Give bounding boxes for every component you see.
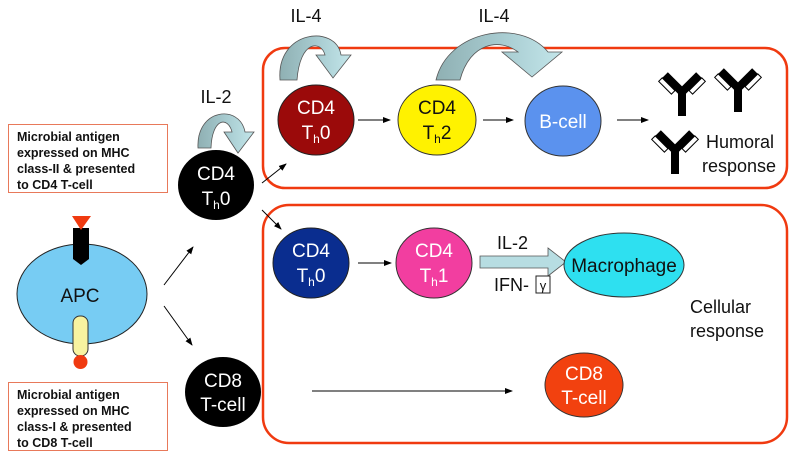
il4-second-label: IL-4 (478, 6, 509, 26)
antigen-triangle-icon (72, 216, 91, 230)
cd4-th0-humoral-cell (277, 84, 355, 156)
cd8-effector-line1: CD8 (565, 364, 603, 385)
b-cell (524, 85, 602, 157)
mhc-i-note-line-4: to CD8 T-cell (17, 436, 93, 450)
mhc-ii-note-line-1: Microbial antigen (17, 130, 120, 144)
mhc-i-note: Microbial antigen expressed on MHC class… (8, 382, 168, 451)
cd4-th0-cellular-cell (272, 227, 350, 299)
mhc-ii-note-line-2: expressed on MHC (17, 146, 130, 160)
mhc-i-note-line-3: class-I & presented (17, 420, 132, 434)
macrophage-label: Macrophage (571, 256, 677, 277)
il2-curved-arrow (197, 113, 255, 154)
cd8-naive-line2: T-cell (200, 395, 245, 416)
cellular-response-label-2: response (690, 321, 764, 341)
cd4-th0-naive-line1: CD4 (197, 164, 235, 185)
antigen-circle-icon (73, 355, 88, 369)
apc-label: APC (60, 286, 99, 307)
cd4-th1-cell (395, 227, 473, 299)
antibody-icon (650, 130, 700, 174)
cellular-response-box (261, 203, 789, 445)
arrow-cd4-to-cellular (261, 209, 282, 230)
ifn-gamma-symbol: γ (540, 278, 547, 293)
mhc-i-note-line-2: expressed on MHC (17, 404, 130, 418)
antibody-icon (713, 68, 763, 112)
cd4-th0-naive-line2: Th0 (202, 189, 231, 212)
cd4-th2-cell (397, 84, 477, 156)
cd4-th0-cellular-line2: Th0 (297, 266, 326, 289)
ifn-gamma-symbol-box (535, 275, 551, 294)
mhc-ii-note-line-4: to CD4 T-cell (17, 178, 93, 192)
cd4-th0-cellular-line1: CD4 (292, 241, 330, 262)
cd4-th0-humoral-line2: Th0 (302, 123, 331, 146)
mhc-ii-note: Microbial antigen expressed on MHC class… (8, 124, 168, 193)
cd8-naive-line1: CD8 (204, 371, 242, 392)
humoral-response-label-2: response (702, 156, 776, 176)
cd4-th2-line1: CD4 (418, 98, 456, 119)
il2-top-label: IL-2 (200, 87, 231, 107)
antibody-icon (657, 72, 707, 116)
cd8-naive-cell (185, 357, 261, 427)
arrow-apc-to-cd4 (163, 246, 194, 286)
cd4-th0-humoral-line1: CD4 (297, 98, 335, 119)
il4-first-label: IL-4 (290, 6, 321, 26)
il4-curved-arrow-2 (435, 32, 564, 81)
arrow-cd4-to-humoral (261, 163, 287, 184)
mhc-i-note-line-1: Microbial antigen (17, 388, 120, 402)
b-cell-label: B-cell (539, 112, 587, 133)
il2-macrophage-label: IL-2 (497, 233, 528, 253)
humoral-response-label-1: Humoral (706, 132, 774, 152)
cellular-response-label-1: Cellular (690, 297, 751, 317)
il2-ifn-arrow (479, 247, 567, 277)
ifn-label: IFN- (494, 275, 529, 295)
macrophage-cell (563, 232, 685, 298)
il4-curved-arrow-1 (279, 35, 352, 81)
cd4-th1-line2: Th1 (420, 266, 449, 289)
cd4-th1-line1: CD4 (415, 241, 453, 262)
mhc-ii-receptor-icon (73, 228, 89, 265)
arrow-apc-to-cd8 (163, 305, 193, 346)
cd4-th2-line2: Th2 (423, 123, 452, 146)
mhc-i-receptor-icon (72, 315, 89, 357)
cd8-effector-line2: T-cell (561, 388, 606, 409)
mhc-ii-note-line-3: class-II & presented (17, 162, 136, 176)
cd4-th0-naive-cell (178, 150, 254, 220)
cd8-effector-cell (544, 352, 624, 418)
